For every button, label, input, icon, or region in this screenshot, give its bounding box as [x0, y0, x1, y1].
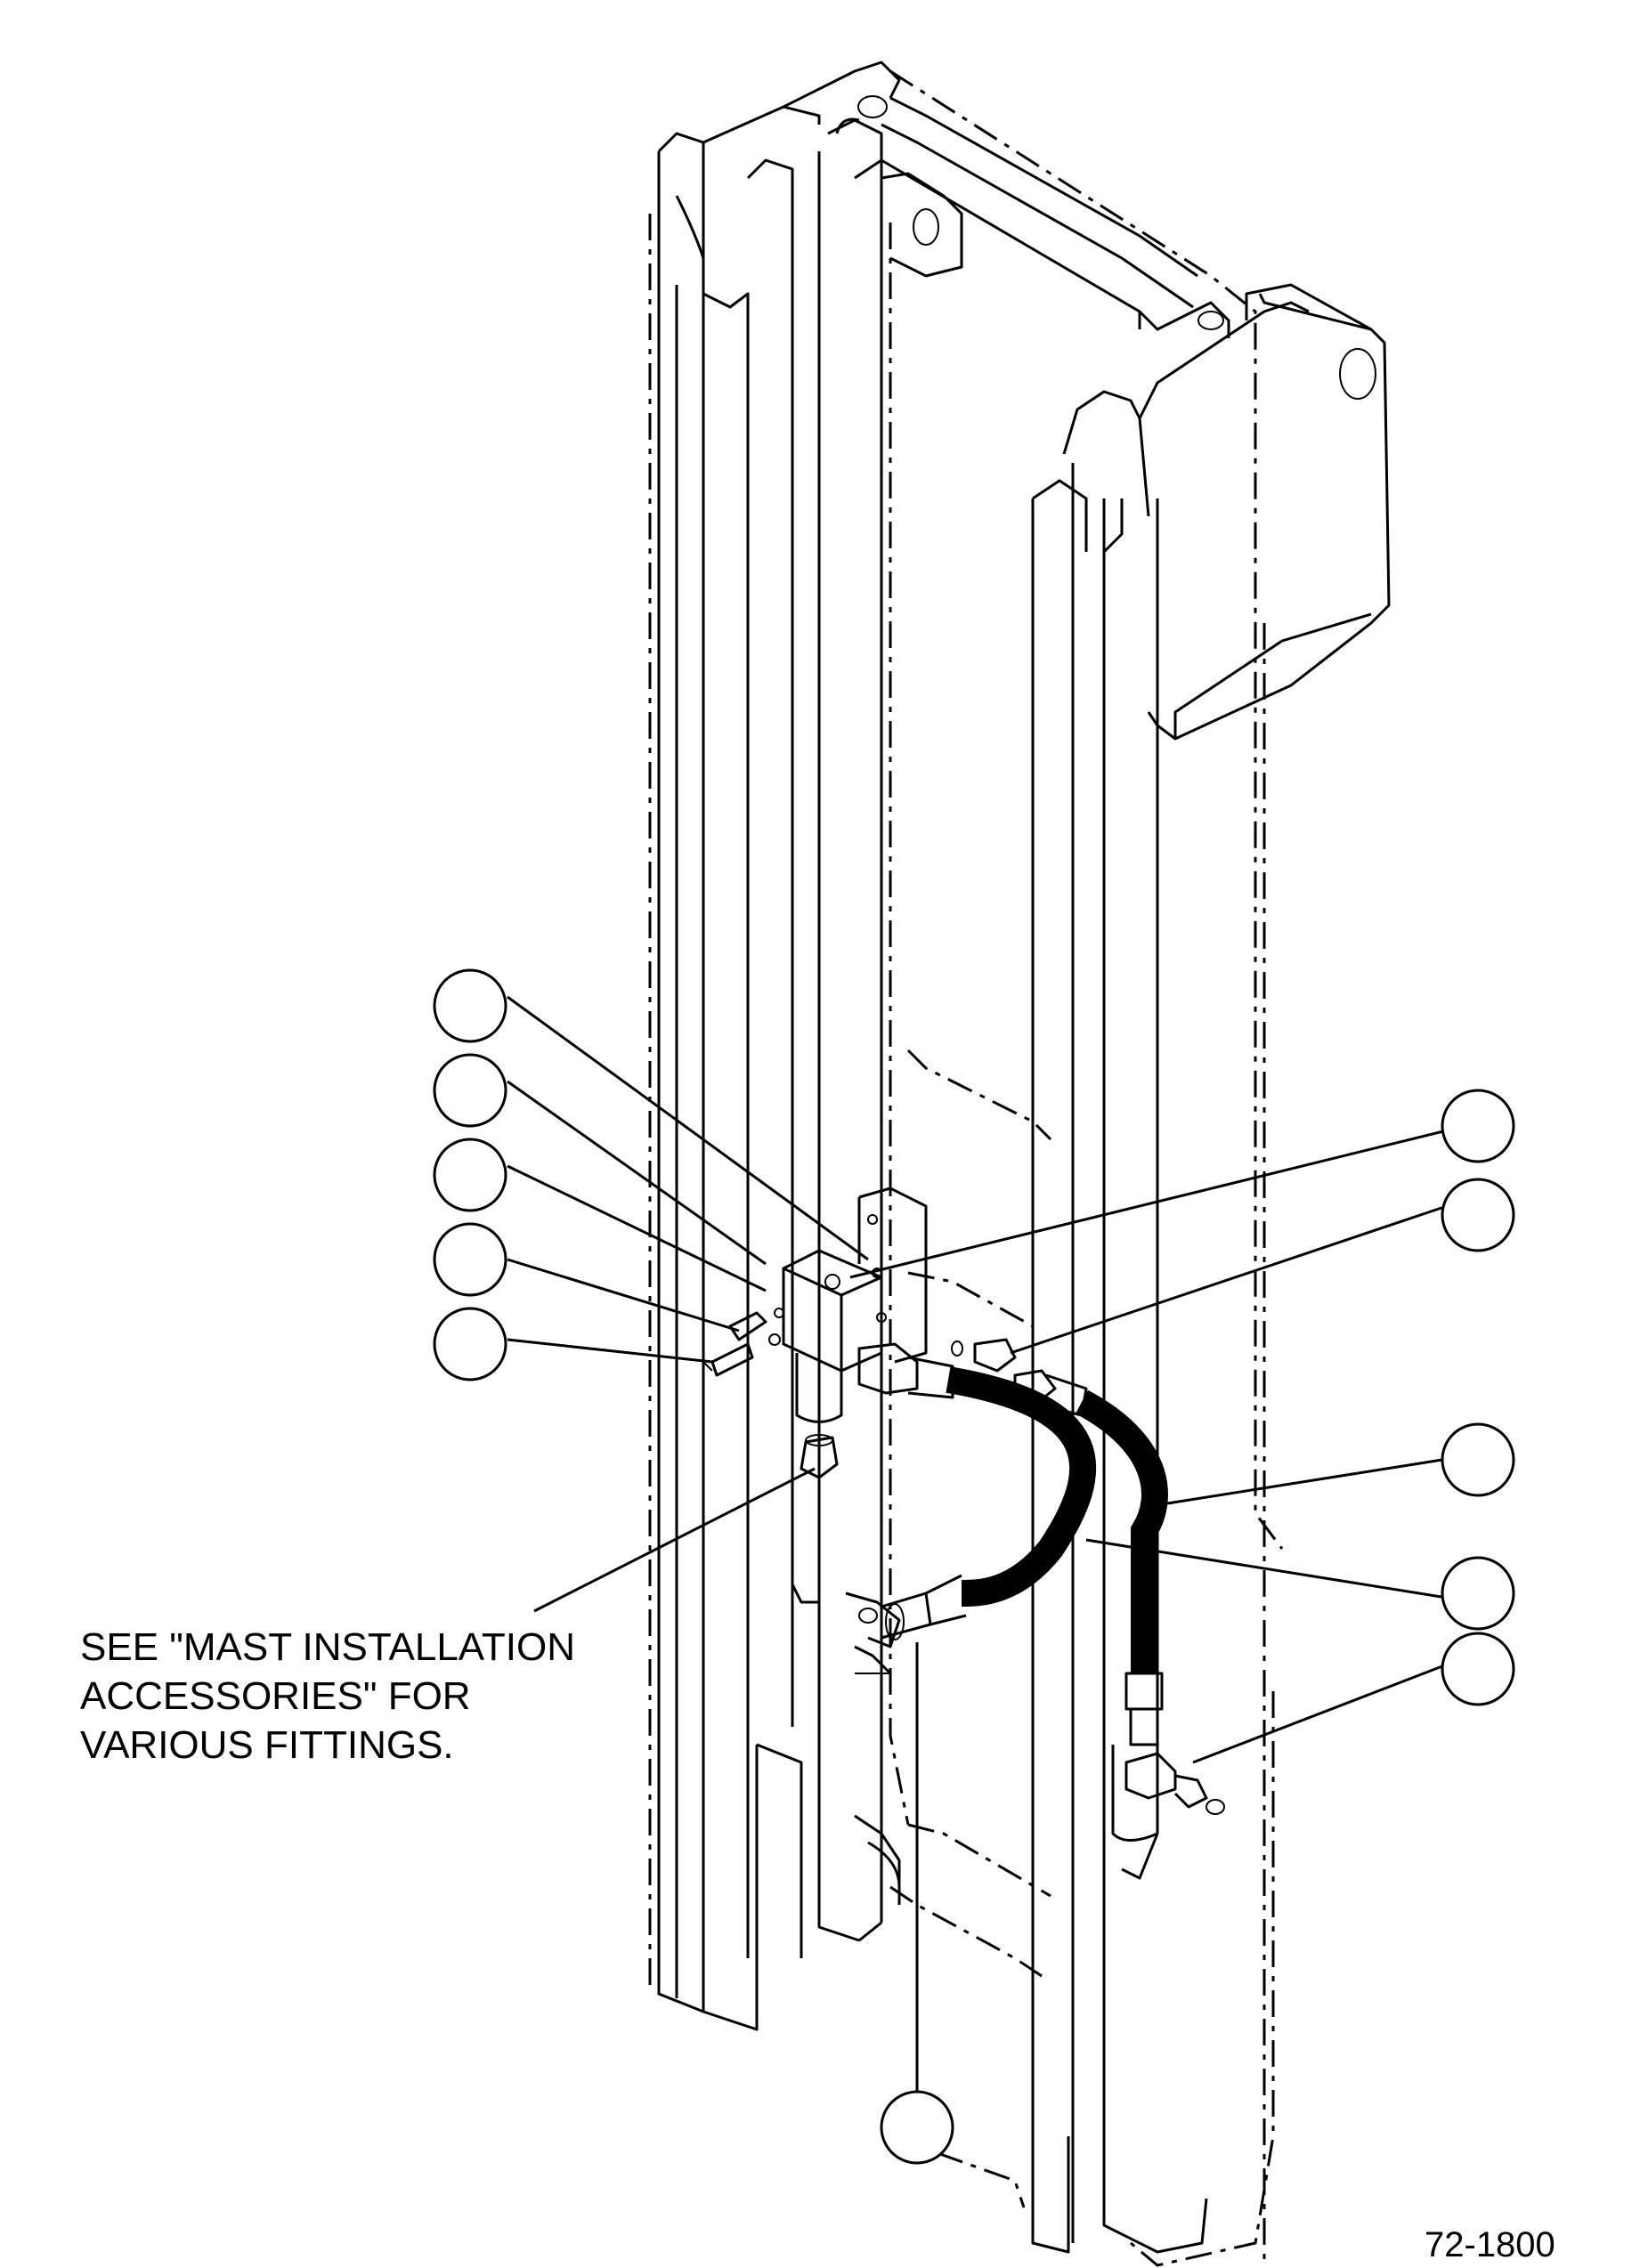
- callout-right-4: [1441, 1556, 1515, 1631]
- hose-assembly-right: [1013, 1369, 1225, 1815]
- callout-right-3: [1441, 1422, 1515, 1497]
- callouts: [433, 968, 1515, 2165]
- fittings: [951, 1338, 1017, 1373]
- note-line-1: SEE "MAST INSTALLATION: [80, 1625, 575, 1669]
- callout-left-1: [433, 968, 507, 1043]
- hose-assembly-left: [857, 1342, 1097, 1640]
- note-line-3: VARIOUS FITTINGS.: [80, 1723, 454, 1767]
- manifold-assembly: [702, 1187, 928, 1479]
- callout-right-5: [1441, 1632, 1515, 1706]
- callout-left-4: [433, 1222, 507, 1297]
- note-line-2: ACCESSORIES" FOR: [80, 1674, 471, 1718]
- lower-channel: [791, 1584, 901, 1905]
- right-upright: [1031, 390, 1208, 2254]
- left-outer-upright: [657, 105, 821, 2013]
- callout-left-3: [433, 1138, 507, 1212]
- note-text: SEE "MAST INSTALLATION ACCESSORIES" FOR …: [80, 1625, 575, 1767]
- phantom-outer-mast: [648, 69, 1284, 2267]
- callout-left-5: [433, 1307, 507, 1381]
- callout-left-2: [433, 1053, 507, 1128]
- left-inner-upright: [702, 118, 883, 2031]
- callout-right-1: [1441, 1089, 1515, 1163]
- leader-lines: [507, 995, 1448, 2092]
- callout-right-2: [1441, 1178, 1515, 1252]
- figure-number: 72-1800: [1425, 2225, 1555, 2264]
- carriage-plate: [1138, 283, 1391, 741]
- callout-bottom: [880, 2090, 954, 2165]
- top-cross-member: [783, 61, 1230, 338]
